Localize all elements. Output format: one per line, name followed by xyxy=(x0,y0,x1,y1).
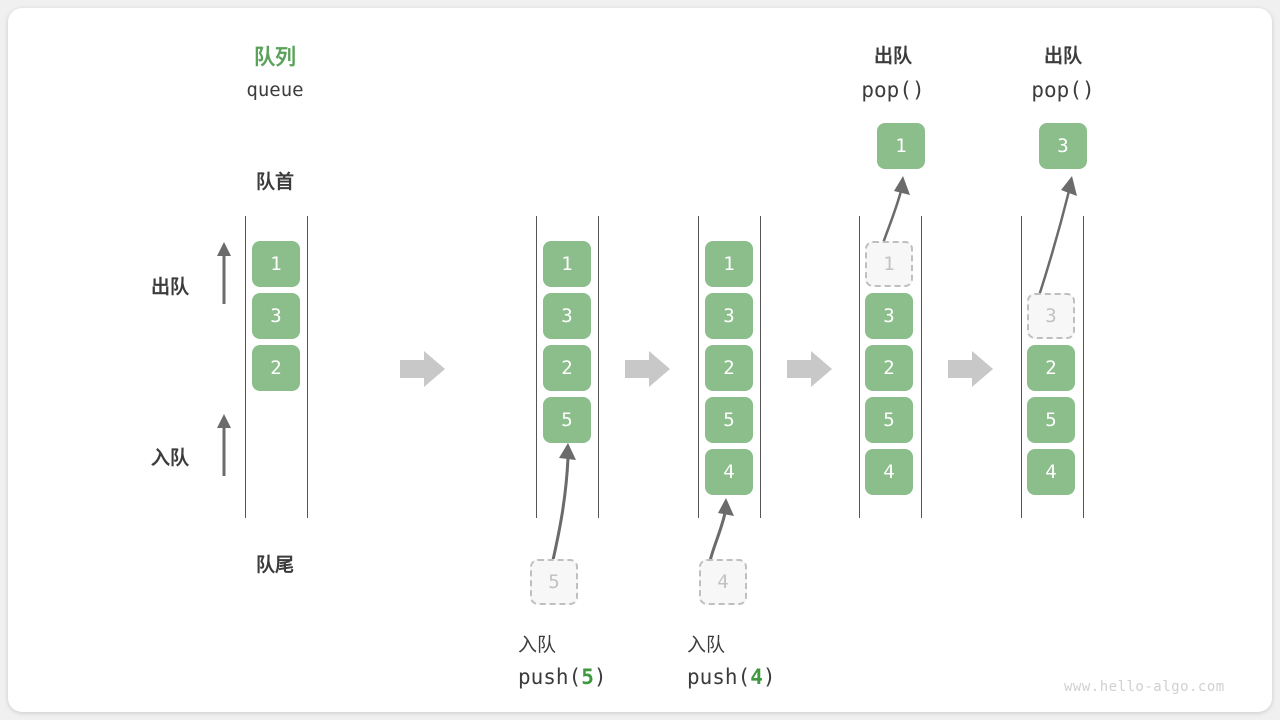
queue-item: 2 xyxy=(543,345,591,391)
caption-mono-push-4: push(4) xyxy=(687,665,776,689)
queue-item: 3 xyxy=(543,293,591,339)
flow-arrow-icon xyxy=(948,351,993,387)
queue-item: 2 xyxy=(252,345,300,391)
queue-rail-right-4 xyxy=(921,216,922,518)
queue-rail-left-3 xyxy=(698,216,699,518)
queue-rail-left-1 xyxy=(245,216,246,518)
caption-fn-prefix: push( xyxy=(518,665,582,689)
queue-rail-left-2 xyxy=(536,216,537,518)
enqueue-side-label: 入队 xyxy=(151,448,190,469)
popped-value-box: 3 xyxy=(1039,123,1087,169)
flow-arrow-icon xyxy=(625,351,670,387)
enqueue-direction-arrow xyxy=(217,414,231,476)
queue-rail-right-5 xyxy=(1083,216,1084,518)
caption-fn-suffix: ) xyxy=(762,665,776,689)
pop-label-mono-5: pop() xyxy=(1031,78,1095,102)
queue-item: 4 xyxy=(1027,449,1075,495)
flow-arrow-icon xyxy=(787,351,832,387)
queue-item-new: 5 xyxy=(543,397,591,443)
queue-rail-right-1 xyxy=(307,216,308,518)
incoming-value-box: 4 xyxy=(699,559,747,605)
queue-item: 2 xyxy=(865,345,913,391)
flow-arrow-icon xyxy=(400,351,445,387)
caption-mono-push-5: push(5) xyxy=(518,665,607,689)
queue-item: 3 xyxy=(865,293,913,339)
queue-item: 5 xyxy=(1027,397,1075,443)
incoming-value-box: 5 xyxy=(530,559,578,605)
dequeue-direction-arrow xyxy=(217,242,231,304)
queue-rail-right-3 xyxy=(760,216,761,518)
queue-item: 2 xyxy=(1027,345,1075,391)
caption-fn-arg: 4 xyxy=(750,665,763,689)
caption-fn-arg: 5 xyxy=(581,665,594,689)
pop-label-cn-4: 出队 xyxy=(873,46,912,67)
pop-label-mono-4: pop() xyxy=(861,78,925,102)
queue-item: 3 xyxy=(705,293,753,339)
queue-rail-right-2 xyxy=(598,216,599,518)
queue-rail-left-4 xyxy=(859,216,860,518)
caption-cn-push-5: 入队 xyxy=(518,635,557,656)
figure-title-cn: 队列 xyxy=(254,46,296,69)
queue-rail-left-5 xyxy=(1021,216,1022,518)
queue-item: 5 xyxy=(865,397,913,443)
caption-fn-suffix: ) xyxy=(593,665,607,689)
dequeue-side-label: 出队 xyxy=(151,277,190,298)
rear-label: 队尾 xyxy=(255,555,294,576)
figure-title-en: queue xyxy=(246,79,304,101)
diagram-card: 队列 queue 队首 队尾 出队 入队 1 3 2 1 3 2 5 5 入队 … xyxy=(8,8,1272,712)
queue-item-removed: 3 xyxy=(1027,293,1075,339)
pop-arrow-3 xyxy=(1036,176,1077,300)
push-arrow-4 xyxy=(708,498,734,562)
queue-item-new: 4 xyxy=(705,449,753,495)
queue-item: 3 xyxy=(252,293,300,339)
queue-item-removed: 1 xyxy=(865,241,913,287)
queue-item: 1 xyxy=(705,241,753,287)
queue-item: 5 xyxy=(705,397,753,443)
queue-item: 1 xyxy=(252,241,300,287)
caption-fn-prefix: push( xyxy=(687,665,751,689)
pop-label-cn-5: 出队 xyxy=(1043,46,1082,67)
front-label: 队首 xyxy=(255,172,294,193)
queue-item: 4 xyxy=(865,449,913,495)
queue-item: 2 xyxy=(705,345,753,391)
caption-cn-push-4: 入队 xyxy=(687,635,726,656)
popped-value-box: 1 xyxy=(877,123,925,169)
watermark: www.hello-algo.com xyxy=(1064,679,1225,695)
queue-item: 1 xyxy=(543,241,591,287)
push-arrow-5 xyxy=(551,443,576,561)
